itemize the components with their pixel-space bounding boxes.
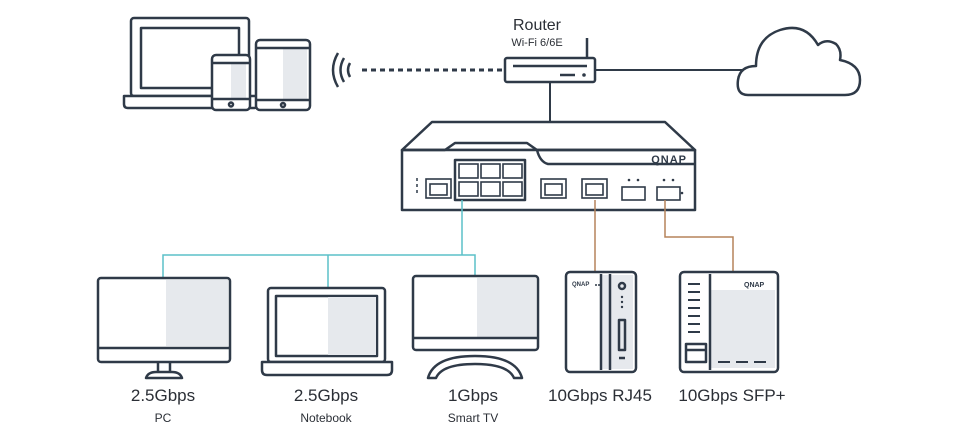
nas-brand: QNAP — [572, 282, 589, 288]
notebook-speed: 2.5Gbps — [294, 386, 358, 405]
smart-tv-icon — [411, 274, 540, 380]
sfp-nas-speed: 10Gbps SFP+ — [678, 386, 785, 405]
notebook-label: Notebook — [300, 411, 352, 425]
notebook-icon — [260, 286, 394, 377]
nas-brand: QNAP — [744, 282, 765, 289]
qnap-switch: QNAP — [400, 120, 697, 212]
tablet-icon — [254, 38, 312, 112]
wifi-signal-icon — [331, 52, 352, 88]
nas-sfp-icon: QNAP — [678, 270, 780, 374]
router-subtitle: Wi-Fi 6/6E — [511, 37, 562, 49]
cloud-icon — [736, 26, 862, 97]
smartphone-icon — [210, 53, 252, 112]
router-title: Router — [513, 17, 562, 34]
smart-tv-label: Smart TV — [448, 411, 498, 425]
pc-speed: 2.5Gbps — [131, 386, 195, 405]
pc-label: PC — [155, 411, 172, 425]
2-5g-links — [162, 200, 476, 288]
rj45-nas-speed: 10Gbps RJ45 — [548, 386, 652, 405]
nas-2bay-icon: QNAP — [564, 270, 638, 374]
switch-brand: QNAP — [651, 154, 687, 166]
10g-links — [594, 200, 734, 272]
smart-tv-speed: 1Gbps — [448, 386, 498, 405]
pc-monitor-icon — [96, 276, 232, 380]
